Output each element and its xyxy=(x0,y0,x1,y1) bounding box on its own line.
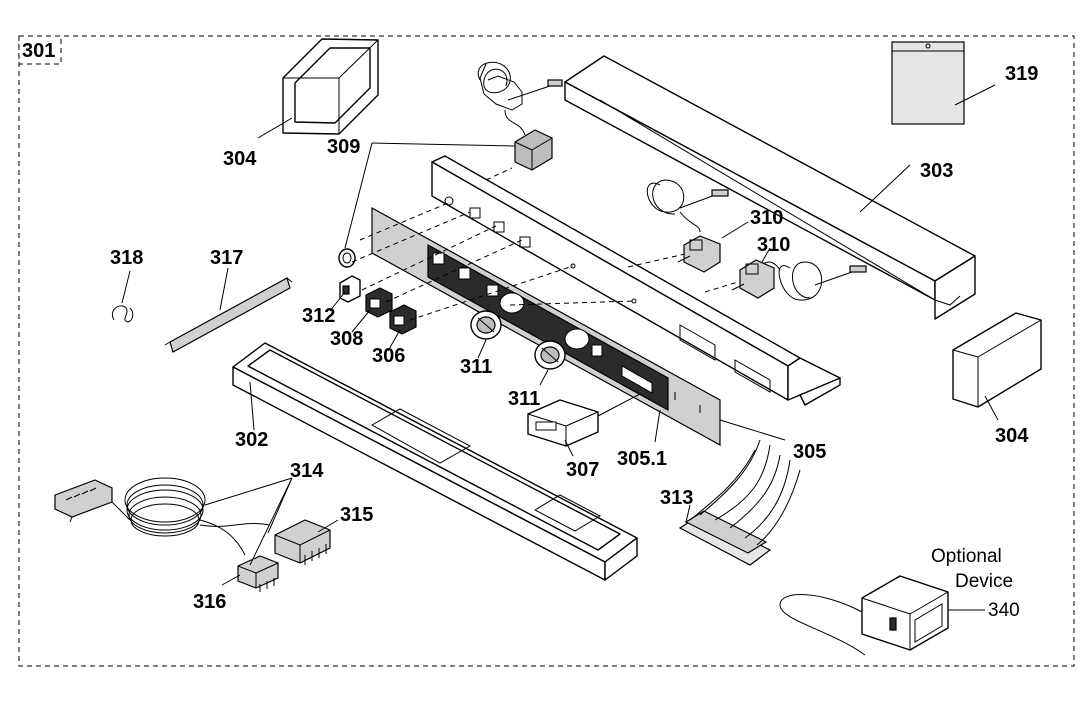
part-307-display-module xyxy=(527,393,641,447)
part-308-switch xyxy=(365,287,393,318)
part-303-top-cover xyxy=(564,55,976,320)
callout-313: 313 xyxy=(660,487,693,509)
part-310-thermostat-1 xyxy=(646,179,729,273)
part-306-switch xyxy=(389,304,417,335)
part-310-thermostat-2 xyxy=(731,259,867,301)
callout-303: 303 xyxy=(920,160,953,182)
part-302-base-tray xyxy=(232,342,638,581)
part-305-1-front-panel xyxy=(371,206,721,447)
part-318-clip xyxy=(112,305,134,323)
callout-316: 316 xyxy=(193,591,226,613)
callout-311-b: 311 xyxy=(508,388,540,410)
part-319-bag xyxy=(891,41,965,125)
alignment-lines xyxy=(351,167,739,321)
callout-305: 305 xyxy=(793,441,826,463)
callout-312: 312 xyxy=(302,305,335,327)
part-304-left-block xyxy=(282,38,379,135)
part-313-terminal-block xyxy=(678,439,801,566)
part-314-cable-assembly xyxy=(54,477,271,556)
part-311-knob-2 xyxy=(534,340,566,370)
callout-308: 308 xyxy=(330,328,363,350)
callout-304-right: 304 xyxy=(995,425,1029,447)
callout-319: 319 xyxy=(1005,63,1038,85)
callout-314: 314 xyxy=(290,460,324,482)
frame-label-box xyxy=(18,35,62,65)
part-317-strip xyxy=(164,277,293,353)
callout-310-b: 310 xyxy=(757,234,790,256)
optional-device-line-2: Device xyxy=(955,571,1013,592)
part-340-optional-device xyxy=(779,575,949,656)
callout-309: 309 xyxy=(327,136,360,158)
callout-315: 315 xyxy=(340,504,373,526)
callout-302: 302 xyxy=(235,429,268,451)
callout-318: 318 xyxy=(110,247,143,269)
optional-device-line-1: Optional xyxy=(931,546,1002,567)
part-309-transformer xyxy=(477,61,563,171)
part-304-right-cap xyxy=(952,312,1042,408)
callout-340: 340 xyxy=(988,600,1020,621)
part-315-connector xyxy=(274,519,331,565)
part-316-connector xyxy=(237,555,279,592)
part-311-knob-1 xyxy=(470,310,502,340)
callout-310-a: 310 xyxy=(750,207,783,229)
callout-labels: 304 309 319 303 310 310 318 317 312 308 … xyxy=(110,63,1038,621)
part-312-pilot-lamp xyxy=(339,275,361,303)
leader-lines xyxy=(121,84,999,611)
callout-304-left: 304 xyxy=(223,148,257,170)
callout-311-a: 311 xyxy=(460,356,492,378)
part-309-lamp-holder xyxy=(338,248,356,268)
assembly-frame xyxy=(18,35,1075,667)
callout-307: 307 xyxy=(566,459,599,481)
callout-306: 306 xyxy=(372,345,405,367)
callout-305-1: 305.1 xyxy=(617,448,667,470)
part-305-control-housing xyxy=(431,155,841,406)
frame-label: 301 xyxy=(22,40,55,62)
callout-317: 317 xyxy=(210,247,243,269)
